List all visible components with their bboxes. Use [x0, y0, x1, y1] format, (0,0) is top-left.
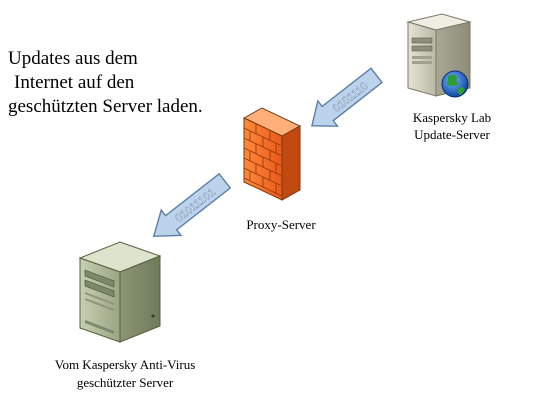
- server-with-globe-icon: [406, 13, 472, 98]
- proxy-server-label: Proxy-Server: [246, 217, 316, 232]
- title-line-2: Internet auf den: [14, 72, 135, 93]
- protected-server-label-line-2: geschützter Server: [76, 375, 174, 390]
- title-line-3: geschützten Server laden.: [8, 96, 203, 117]
- protected-server-label-line-1: Vom Kaspersky Anti-Virus: [54, 357, 196, 372]
- arrow-lower: 01011101: [152, 172, 232, 238]
- arrow-upper: 0101110: [311, 67, 384, 127]
- firewall-brick-wall-icon: [242, 107, 302, 201]
- title-line-1: Updates aus dem: [8, 48, 138, 69]
- update-server-label-line-2: Update-Server: [414, 127, 490, 142]
- server-tower-icon: [78, 241, 162, 343]
- update-server-label-line-1: Kaspersky Lab: [412, 110, 492, 125]
